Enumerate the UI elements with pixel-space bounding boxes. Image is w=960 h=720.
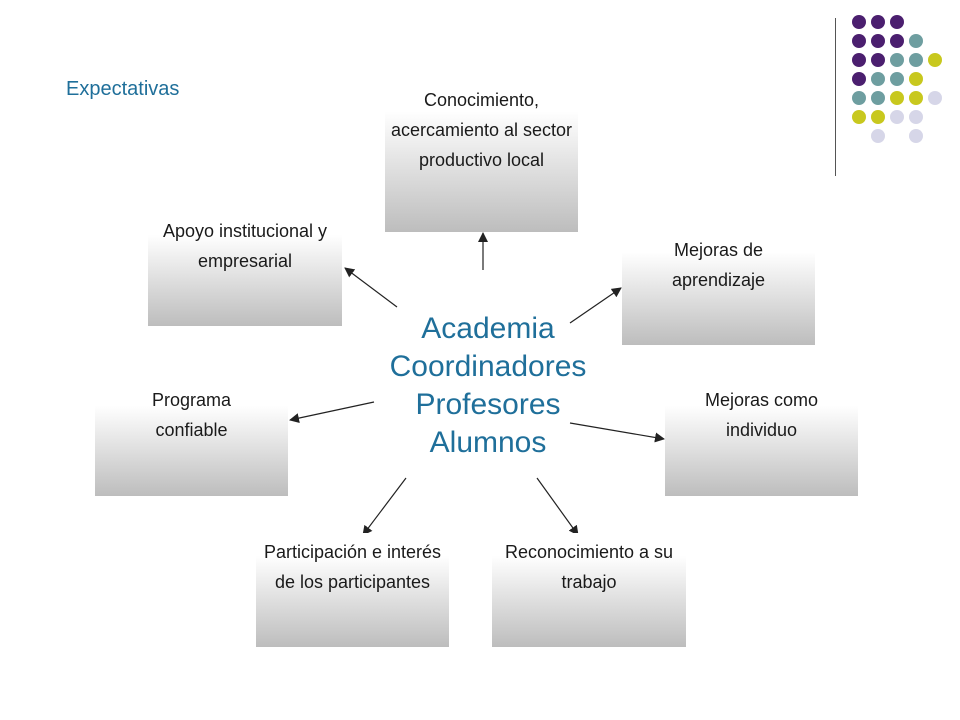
decorative-dot bbox=[928, 91, 942, 105]
box-mejoras-aprendizaje: Mejoras de aprendizaje bbox=[622, 229, 815, 345]
decorative-dot bbox=[871, 72, 885, 86]
arrow-to-mejoras-individuo bbox=[569, 422, 665, 443]
box-apoyo: Apoyo institucional y empresarial bbox=[148, 212, 342, 326]
decorative-dot bbox=[890, 91, 904, 105]
decorative-dot bbox=[871, 34, 885, 48]
decorative-dot bbox=[909, 91, 923, 105]
arrow-to-programa bbox=[289, 401, 375, 424]
decorative-dot bbox=[909, 110, 923, 124]
arrow-to-apoyo bbox=[344, 267, 398, 308]
decorative-dot bbox=[852, 53, 866, 67]
decorative-divider bbox=[835, 18, 836, 176]
decorative-dot bbox=[928, 53, 942, 67]
arrow-to-reconocimiento bbox=[536, 477, 579, 536]
decorative-dot bbox=[909, 129, 923, 143]
center-line-coordinadores: Coordinadores bbox=[389, 350, 587, 383]
arrow-to-participacion bbox=[362, 477, 407, 536]
box-mejoras-individuo: Mejoras como individuo bbox=[665, 383, 858, 496]
arrow-to-mejoras-aprendizaje bbox=[569, 287, 622, 324]
decorative-dot bbox=[852, 34, 866, 48]
decorative-dot bbox=[909, 53, 923, 67]
decorative-dot bbox=[890, 53, 904, 67]
decorative-dot bbox=[852, 110, 866, 124]
box-participacion: Participación e interés de los participa… bbox=[256, 533, 449, 647]
box-conocimiento: Conocimiento, acercamiento al sector pro… bbox=[385, 81, 578, 232]
center-actors: Academia Coordinadores Profesores Alumno… bbox=[370, 310, 606, 462]
decorative-dot bbox=[909, 34, 923, 48]
decorative-dot bbox=[890, 34, 904, 48]
decorative-dot bbox=[871, 91, 885, 105]
center-line-alumnos: Alumnos bbox=[429, 426, 547, 459]
box-reconocimiento: Reconocimiento a su trabajo bbox=[492, 533, 686, 647]
center-line-profesores: Profesores bbox=[415, 388, 561, 421]
box-programa: Programa confiable bbox=[95, 383, 288, 496]
decorative-dot bbox=[909, 72, 923, 86]
decorative-dot bbox=[890, 110, 904, 124]
decorative-dot-grid bbox=[852, 15, 942, 143]
decorative-dot bbox=[890, 72, 904, 86]
decorative-dot bbox=[871, 15, 885, 29]
center-line-academia: Academia bbox=[421, 312, 555, 345]
decorative-dot bbox=[852, 15, 866, 29]
decorative-dot bbox=[890, 15, 904, 29]
decorative-dot bbox=[852, 91, 866, 105]
decorative-dot bbox=[871, 110, 885, 124]
decorative-dot bbox=[852, 72, 866, 86]
decorative-dot bbox=[871, 129, 885, 143]
decorative-dot bbox=[871, 53, 885, 67]
slide-title: Expectativas bbox=[66, 78, 180, 100]
